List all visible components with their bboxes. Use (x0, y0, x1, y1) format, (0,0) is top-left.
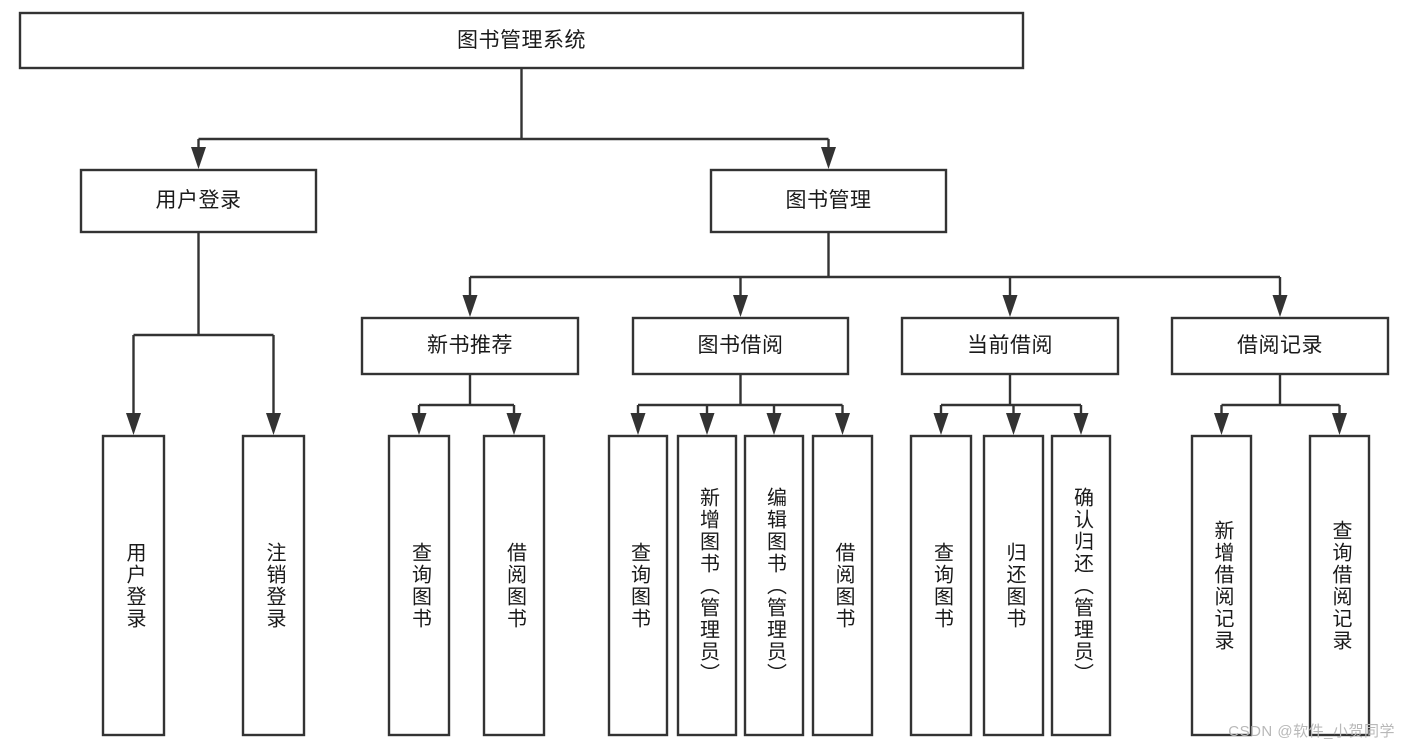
node-box-leaf-borrow-book[interactable] (811, 434, 874, 737)
arrow-head-leaf-user-login (126, 413, 141, 435)
arrow-head-leaf-query-borrow-record (1332, 413, 1347, 435)
node-box-leaf-query-borrow-record[interactable] (1308, 434, 1371, 737)
arrow-head-user-login (191, 147, 206, 169)
arrow-head-new-book-recommend (462, 295, 478, 317)
node-box-leaf-edit-book-admin[interactable] (743, 434, 805, 737)
node-box-new-book-recommend[interactable] (360, 316, 580, 376)
node-box-book-manage[interactable] (709, 168, 948, 234)
arrow-head-leaf-query-book-recommend (411, 413, 427, 435)
arrow-head-leaf-add-book-admin (699, 413, 715, 435)
arrow-head-leaf-query-book-borrow (630, 413, 646, 435)
node-box-leaf-query-book-recommend[interactable] (387, 434, 451, 737)
node-box-leaf-add-borrow-record[interactable] (1190, 434, 1253, 737)
node-box-book-borrow[interactable] (631, 316, 850, 376)
node-box-borrow-record[interactable] (1170, 316, 1390, 376)
arrow-head-leaf-borrow-book-recommend (506, 413, 522, 435)
arrow-head-leaf-logout-login (266, 413, 281, 435)
csdn-watermark: CSDN @软件_小贺同学 (1228, 723, 1395, 740)
node-box-leaf-add-book-admin[interactable] (676, 434, 738, 737)
arrow-head-borrow-record (1272, 295, 1288, 317)
arrow-head-current-borrow (1002, 295, 1018, 317)
node-box-user-login[interactable] (79, 168, 318, 234)
node-box-leaf-confirm-return-admin[interactable] (1050, 434, 1112, 737)
arrow-head-leaf-add-borrow-record (1214, 413, 1229, 435)
arrow-head-leaf-borrow-book (835, 413, 850, 435)
node-box-current-borrow[interactable] (900, 316, 1120, 376)
node-box-leaf-return-book[interactable] (982, 434, 1045, 737)
node-box-root[interactable] (18, 11, 1025, 70)
node-box-leaf-query-book-current[interactable] (909, 434, 973, 737)
arrow-head-leaf-query-book-current (933, 413, 949, 435)
node-box-leaf-borrow-book-recommend[interactable] (482, 434, 546, 737)
arrow-head-leaf-return-book (1006, 413, 1021, 435)
node-box-leaf-query-book-borrow[interactable] (607, 434, 669, 737)
arrow-head-leaf-confirm-return-admin (1073, 413, 1089, 435)
arrow-head-book-manage (821, 147, 836, 169)
arrow-head-leaf-edit-book-admin (766, 413, 782, 435)
connector-lines (126, 68, 1347, 435)
arrow-head-book-borrow (733, 295, 748, 317)
node-box-leaf-logout-login[interactable] (241, 434, 306, 737)
node-box-leaf-user-login[interactable] (101, 434, 166, 737)
